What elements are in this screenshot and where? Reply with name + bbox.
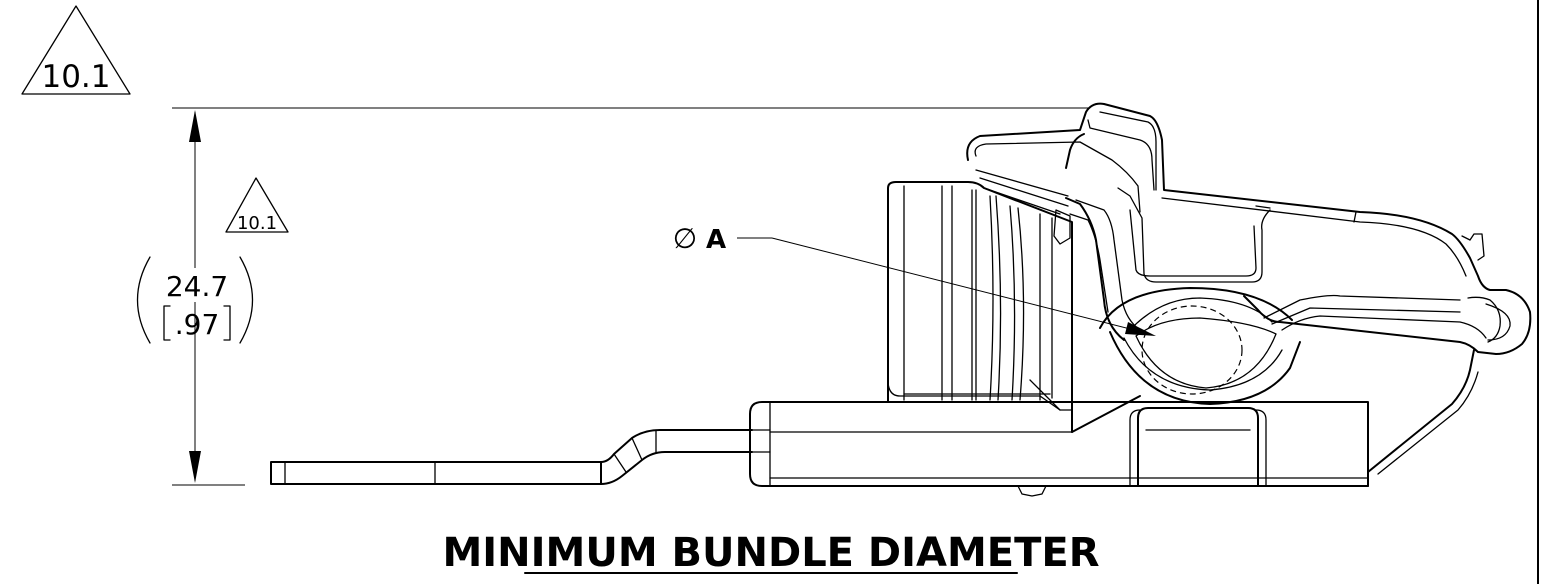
revision-triangle-large-label: 10.1 — [41, 59, 110, 95]
dimension-imperial: .97 — [175, 308, 220, 341]
caption-title: MINIMUM BUNDLE DIAMETER — [442, 530, 1099, 576]
revision-triangle-small: 10.1 — [225, 177, 289, 234]
caption: MINIMUM BUNDLE DIAMETER — [442, 530, 1099, 576]
diameter-callout: ∅ A — [673, 222, 1156, 336]
clamp-part-drawing — [270, 102, 1532, 497]
revision-triangle-small-label: 10.1 — [237, 213, 277, 234]
diameter-symbol: ∅ — [673, 222, 697, 255]
revision-triangle-large: 10.1 — [21, 5, 131, 95]
leader-line — [771, 237, 1151, 335]
dimension-value-group: 24.7 .97 — [136, 256, 254, 344]
leader-arrow — [1125, 322, 1156, 336]
dimension-metric: 24.7 — [166, 270, 228, 303]
diameter-label: A — [706, 225, 726, 255]
